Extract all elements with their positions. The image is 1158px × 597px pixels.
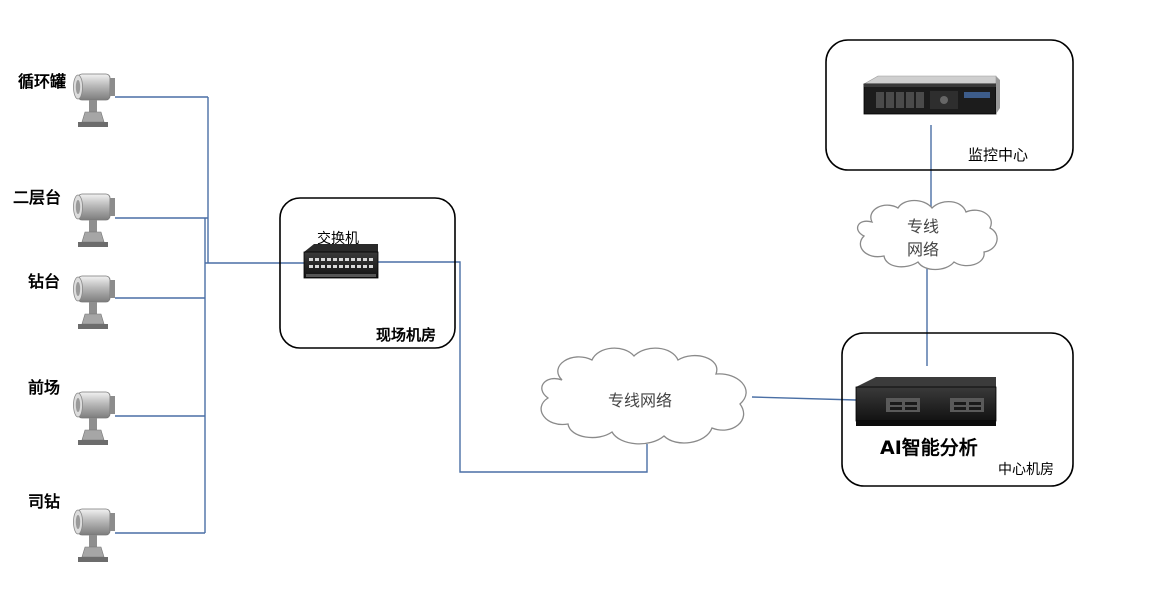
camera-icon [73,193,116,248]
cloud-upper-label-line2: 网络 [907,240,940,259]
switch-icon [303,244,379,279]
server-icon [862,75,1000,115]
camera-icon [73,508,116,563]
camera-label-4: 前场 [28,378,61,397]
cloud-upper-label-line1: 专线 [907,217,940,236]
camera-icon [73,391,116,446]
camera-label-5: 司钻 [28,492,61,511]
cloud-upper [856,199,998,271]
camera-label-2: 二层台 [13,188,62,207]
camera-label-1: 循环罐 [18,72,67,91]
monitor-center-box [825,39,1074,171]
camera-icon [73,73,116,128]
link-switch-to-cloud [378,261,648,473]
central-room-box [841,332,1074,487]
cloud-lower [540,347,747,445]
camera-label-3: 钻台 [28,272,61,291]
link-lines [115,96,932,534]
central-room-label: 中心机房 [998,462,1054,478]
switch-label: 交换机 [317,231,359,247]
ai-analysis-label: AI智能分析 [880,437,978,459]
camera-icon [73,275,116,330]
cloud-lower-label: 专线网络 [608,391,673,410]
switch-room-box [279,197,456,349]
link-cloud-to-ai [751,396,857,401]
switch-room-label: 现场机房 [376,326,437,344]
camera-icons [73,73,116,563]
ai-server-icon [855,377,997,426]
monitor-center-label: 监控中心 [968,146,1029,164]
